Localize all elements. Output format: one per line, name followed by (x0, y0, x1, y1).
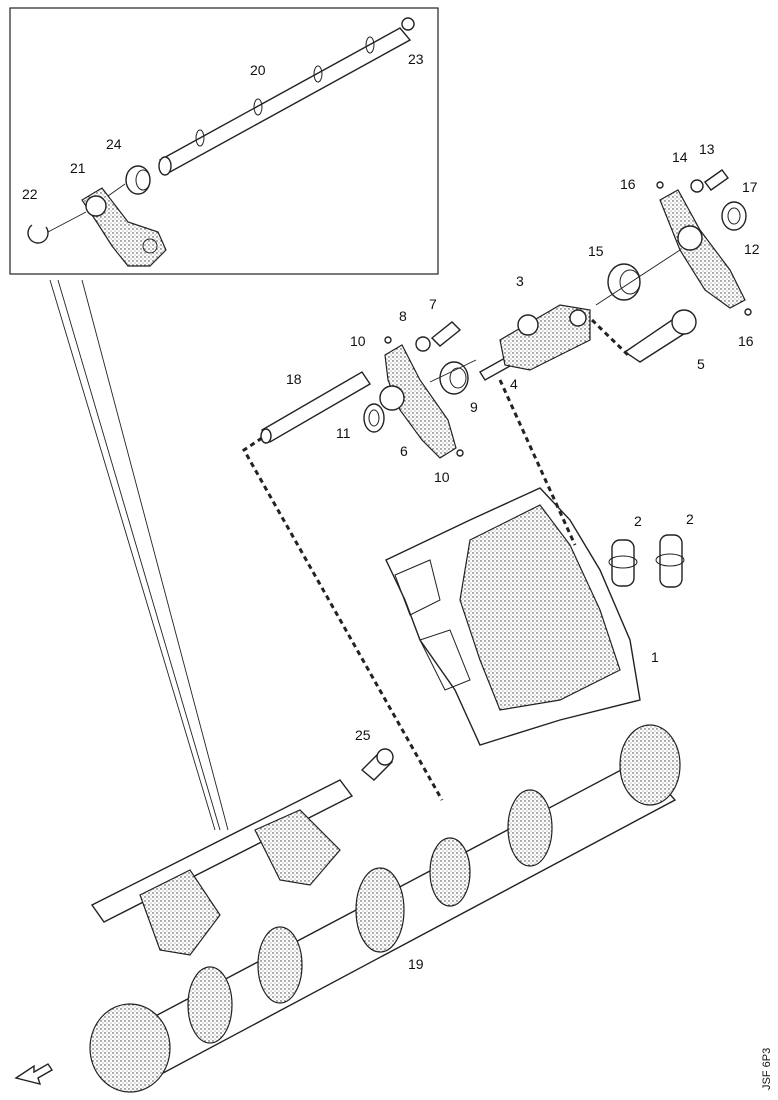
adjuster-screw-13 (704, 169, 729, 191)
shim-17 (721, 201, 747, 231)
label-13: 13 (699, 141, 715, 157)
circlip-16a (656, 181, 664, 189)
assembly-line-shaft (242, 436, 444, 801)
label-3: 3 (516, 273, 524, 289)
label-23: 23 (408, 51, 424, 67)
assembly-line-pushrod (590, 318, 630, 357)
label-15: 15 (588, 243, 604, 259)
label-4: 4 (510, 376, 518, 392)
adjuster-screw-7 (430, 321, 462, 347)
rocker-arm-21 (81, 187, 167, 267)
rocker-assembly-lower (90, 779, 354, 956)
label-2a: 2 (634, 513, 642, 529)
circlip-22 (27, 224, 49, 244)
camshaft-19 (89, 724, 681, 1093)
circlip-16b (744, 308, 752, 316)
bushing-9 (439, 361, 469, 395)
label-21: 21 (70, 160, 86, 176)
push-rod-5 (623, 309, 697, 363)
bushing-24 (125, 165, 151, 195)
cylinder-head-1 (385, 487, 641, 746)
assembly-line-bracket (498, 379, 577, 546)
axis-line-upper (429, 249, 681, 383)
rocker-arm-6 (379, 344, 457, 459)
front-arrow-icon (14, 1063, 53, 1085)
label-6: 6 (400, 443, 408, 459)
label-11: 11 (336, 425, 351, 441)
circlip-10a (384, 336, 392, 344)
stud-25 (360, 748, 394, 781)
rocker-shaft-18 (260, 371, 371, 444)
rocker-bracket-3 (499, 304, 591, 371)
label-22: 22 (22, 186, 38, 202)
label-18: 18 (286, 371, 302, 387)
label-25: 25 (355, 727, 371, 743)
inset-detail-box (9, 7, 439, 275)
bushing-15 (607, 263, 641, 301)
label-14: 14 (672, 149, 688, 165)
label-24: 24 (106, 136, 122, 152)
drawing-reference: JSF 6P3 (761, 1048, 773, 1090)
dowel-pin-2b (655, 534, 685, 588)
plug-23 (401, 17, 415, 31)
label-16a: 16 (620, 176, 636, 192)
label-7: 7 (429, 296, 437, 312)
lock-nut-14 (690, 179, 704, 193)
label-8: 8 (399, 308, 407, 324)
rocker-shaft-20 (158, 27, 412, 176)
part-labels: 1 2 2 3 4 5 6 7 8 9 10 10 11 12 13 14 15… (22, 51, 773, 1090)
label-16b: 16 (738, 333, 754, 349)
label-19: 19 (408, 956, 424, 972)
label-20: 20 (250, 62, 266, 78)
dowel-pin-2a (608, 539, 638, 587)
lock-nut-8 (415, 336, 431, 352)
label-10a: 10 (350, 333, 366, 349)
label-9: 9 (470, 399, 478, 415)
label-1: 1 (651, 649, 659, 665)
shim-11 (363, 403, 385, 433)
inset-leader-line (49, 279, 229, 831)
label-12: 12 (744, 241, 760, 257)
label-17: 17 (742, 179, 758, 195)
rocker-arm-12 (659, 189, 746, 309)
circlip-10b (456, 449, 464, 457)
label-5: 5 (697, 356, 705, 372)
label-2b: 2 (686, 511, 694, 527)
label-10b: 10 (434, 469, 450, 485)
